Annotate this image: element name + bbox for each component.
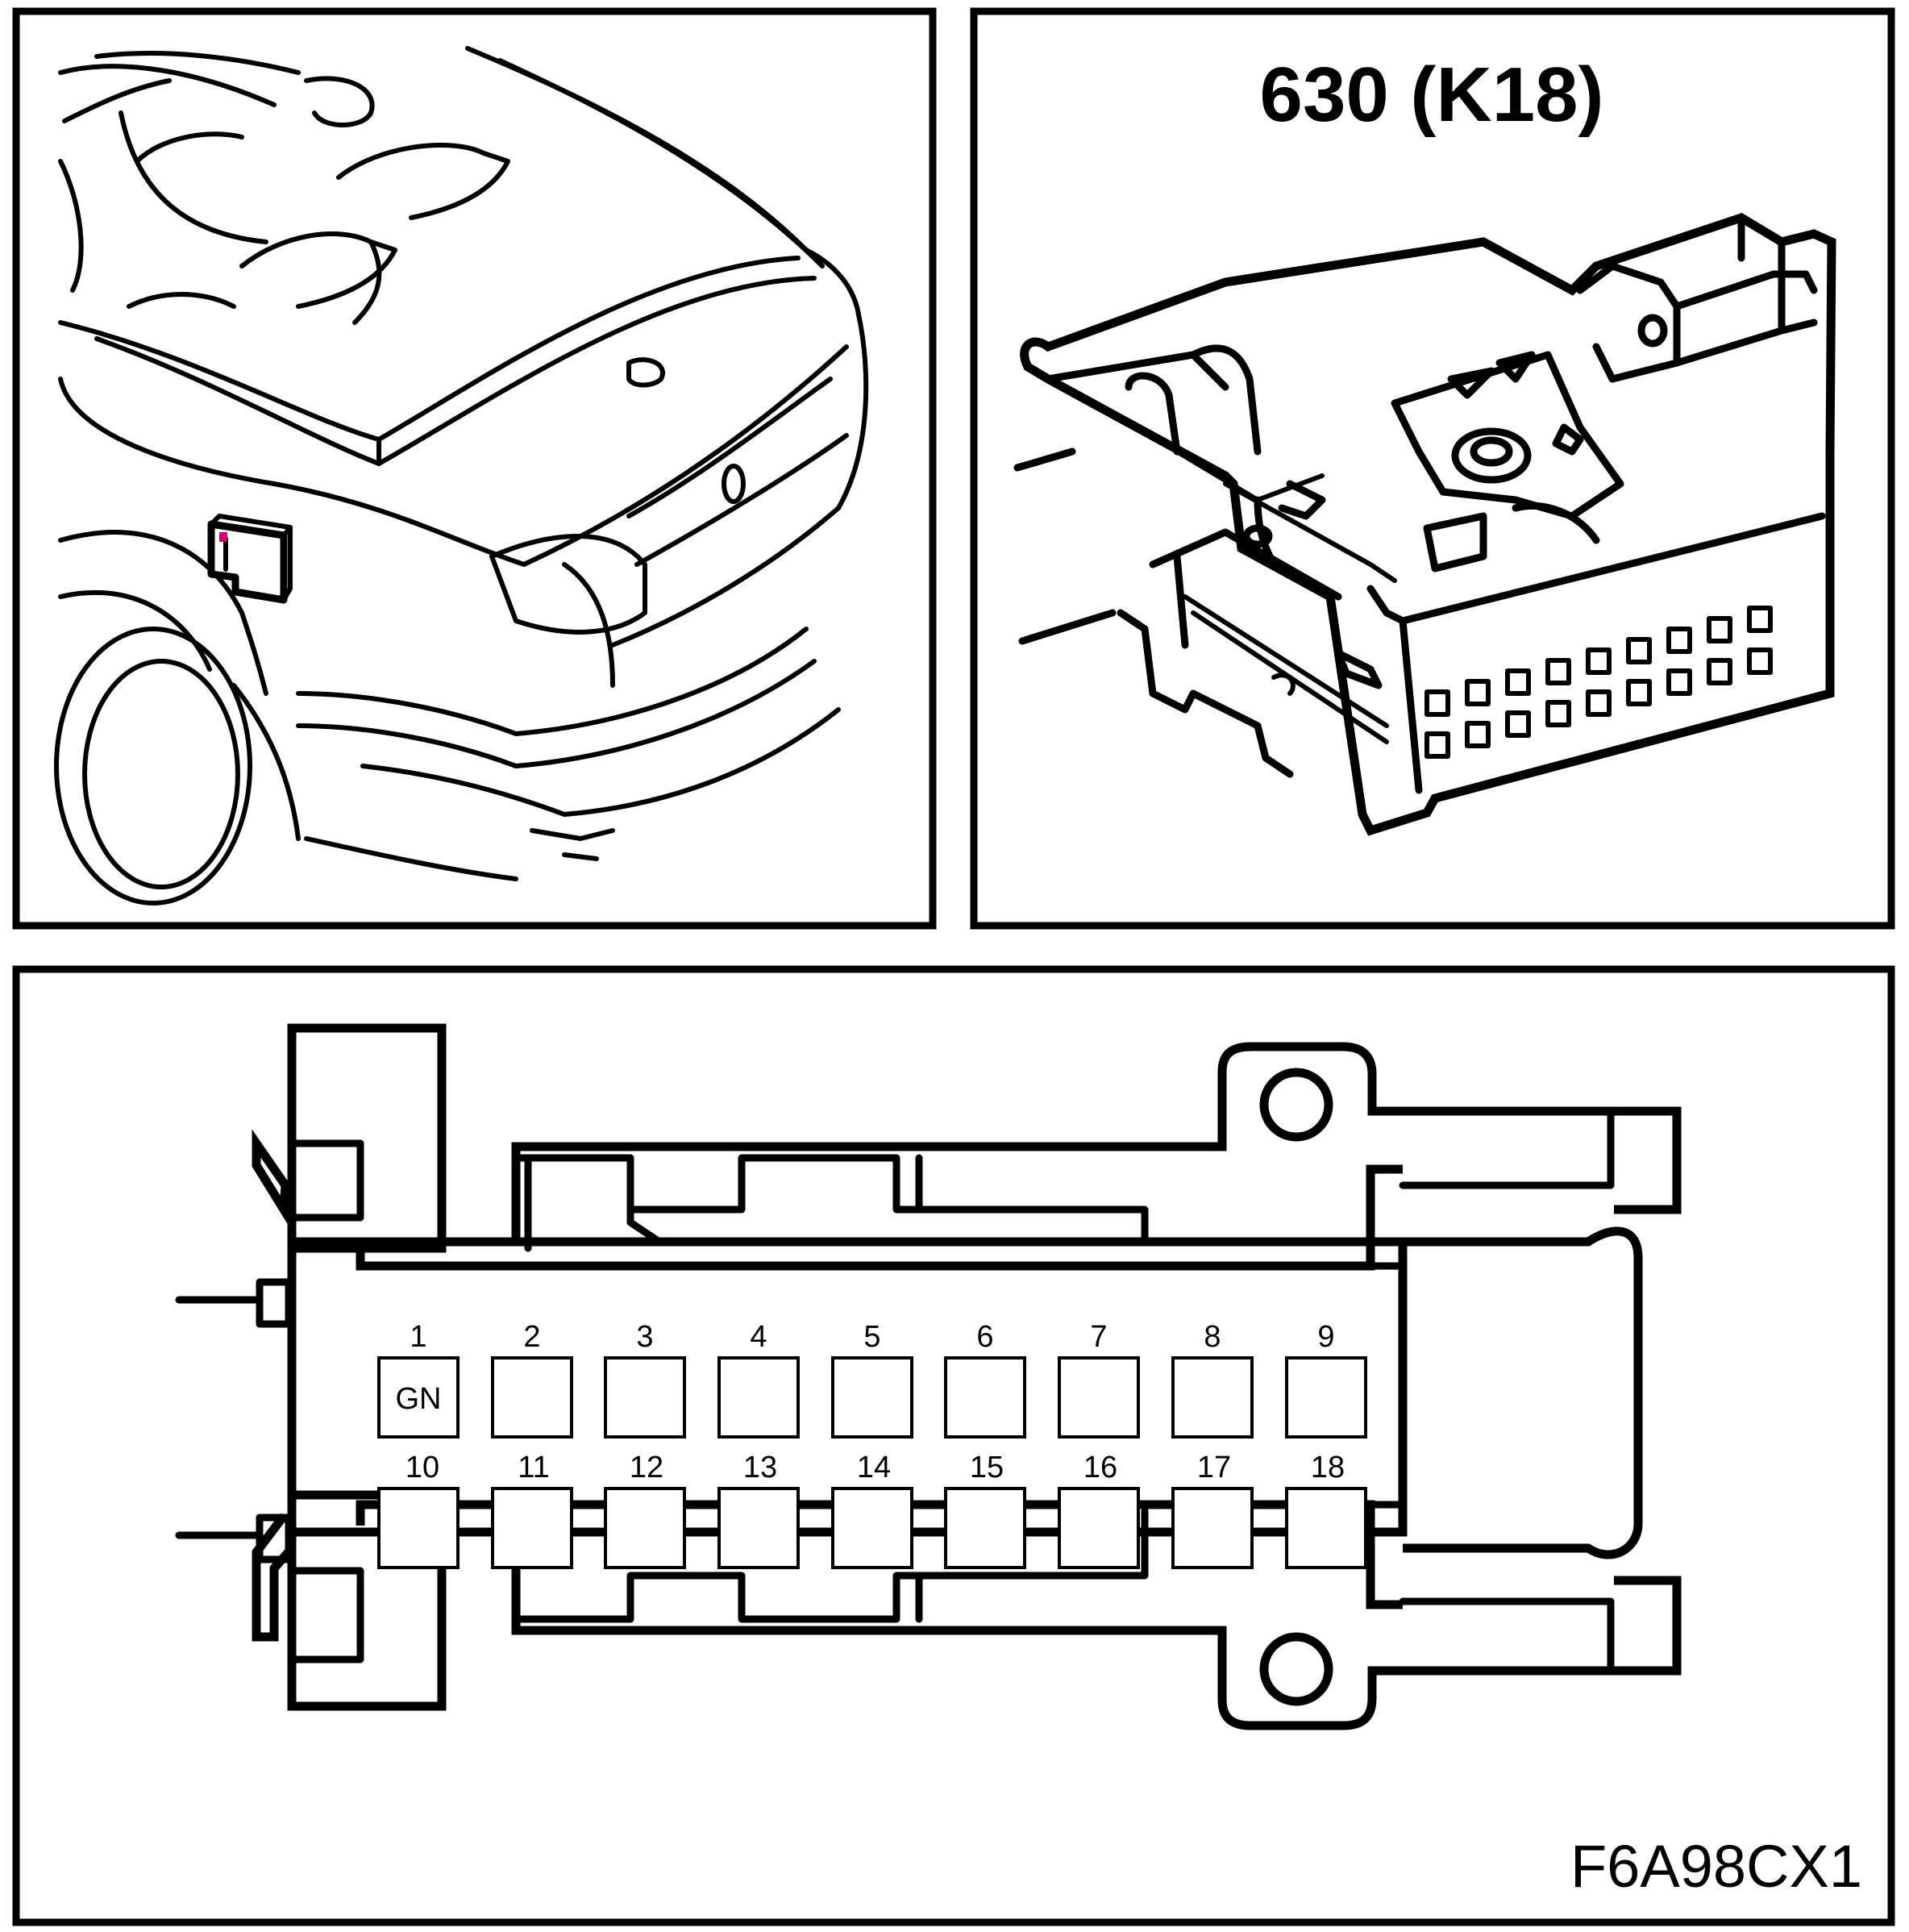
pin-cavity bbox=[491, 1356, 573, 1439]
pin-cavity bbox=[717, 1356, 800, 1439]
pinout-panel bbox=[12, 965, 1895, 1926]
pin-cavity bbox=[831, 1356, 913, 1439]
vehicle-rear-drawing bbox=[54, 46, 869, 906]
pin-number: 7 bbox=[1090, 1320, 1107, 1354]
pin-cavity bbox=[1058, 1356, 1140, 1439]
pin-number: 13 bbox=[743, 1451, 777, 1484]
pin-number: 6 bbox=[976, 1320, 993, 1354]
pin-number: 10 bbox=[406, 1451, 439, 1484]
pin-cavity bbox=[831, 1487, 913, 1569]
pin-row-1: 1 GN 2 3 4 5 6 7 8 9 bbox=[377, 1320, 1367, 1439]
pin-cavity bbox=[1171, 1487, 1254, 1569]
pin-cavity bbox=[377, 1356, 460, 1439]
vehicle-location-panel bbox=[12, 7, 937, 930]
pin-cavity bbox=[944, 1356, 1026, 1439]
pin-number: 11 bbox=[518, 1451, 549, 1484]
pin-number: 4 bbox=[750, 1320, 767, 1354]
pin-number: 3 bbox=[636, 1320, 653, 1354]
pin-number: 16 bbox=[1083, 1451, 1117, 1484]
pin-cavity bbox=[377, 1487, 460, 1569]
pin-cavity bbox=[717, 1487, 800, 1569]
pin-number: 1 bbox=[410, 1320, 426, 1354]
pin-number: 18 bbox=[1311, 1451, 1345, 1484]
pin-number: 15 bbox=[970, 1451, 1004, 1484]
pin-cavity bbox=[1285, 1356, 1367, 1439]
pin-number: 14 bbox=[857, 1451, 891, 1484]
pin-cavity bbox=[944, 1487, 1026, 1569]
connector-perspective-drawing bbox=[1013, 212, 1836, 836]
pin-cavity bbox=[1285, 1487, 1367, 1569]
figure-code: F6A98CX1 bbox=[1570, 1833, 1862, 1900]
connector-title: 630 (K18) bbox=[1260, 52, 1604, 138]
connector-view-panel bbox=[970, 7, 1895, 930]
pin-cavity bbox=[1171, 1356, 1254, 1439]
pin-row-2: 10 11 12 13 14 15 16 17 18 bbox=[377, 1451, 1367, 1569]
pin-cavity bbox=[1058, 1487, 1140, 1569]
pin-number: 9 bbox=[1317, 1320, 1334, 1354]
pin-number: 12 bbox=[630, 1451, 663, 1484]
pin-number: 17 bbox=[1197, 1451, 1231, 1484]
pin-number: 8 bbox=[1204, 1320, 1221, 1354]
pin-number: 5 bbox=[863, 1320, 880, 1354]
connector-face-drawing bbox=[175, 1023, 1682, 1730]
component-location-marker bbox=[219, 532, 227, 542]
pin-wire-color: GN bbox=[396, 1382, 442, 1416]
pin-cavity bbox=[604, 1487, 686, 1569]
pin-number: 2 bbox=[523, 1320, 540, 1354]
pin-cavity bbox=[604, 1356, 686, 1439]
pin-cavity bbox=[491, 1487, 573, 1569]
